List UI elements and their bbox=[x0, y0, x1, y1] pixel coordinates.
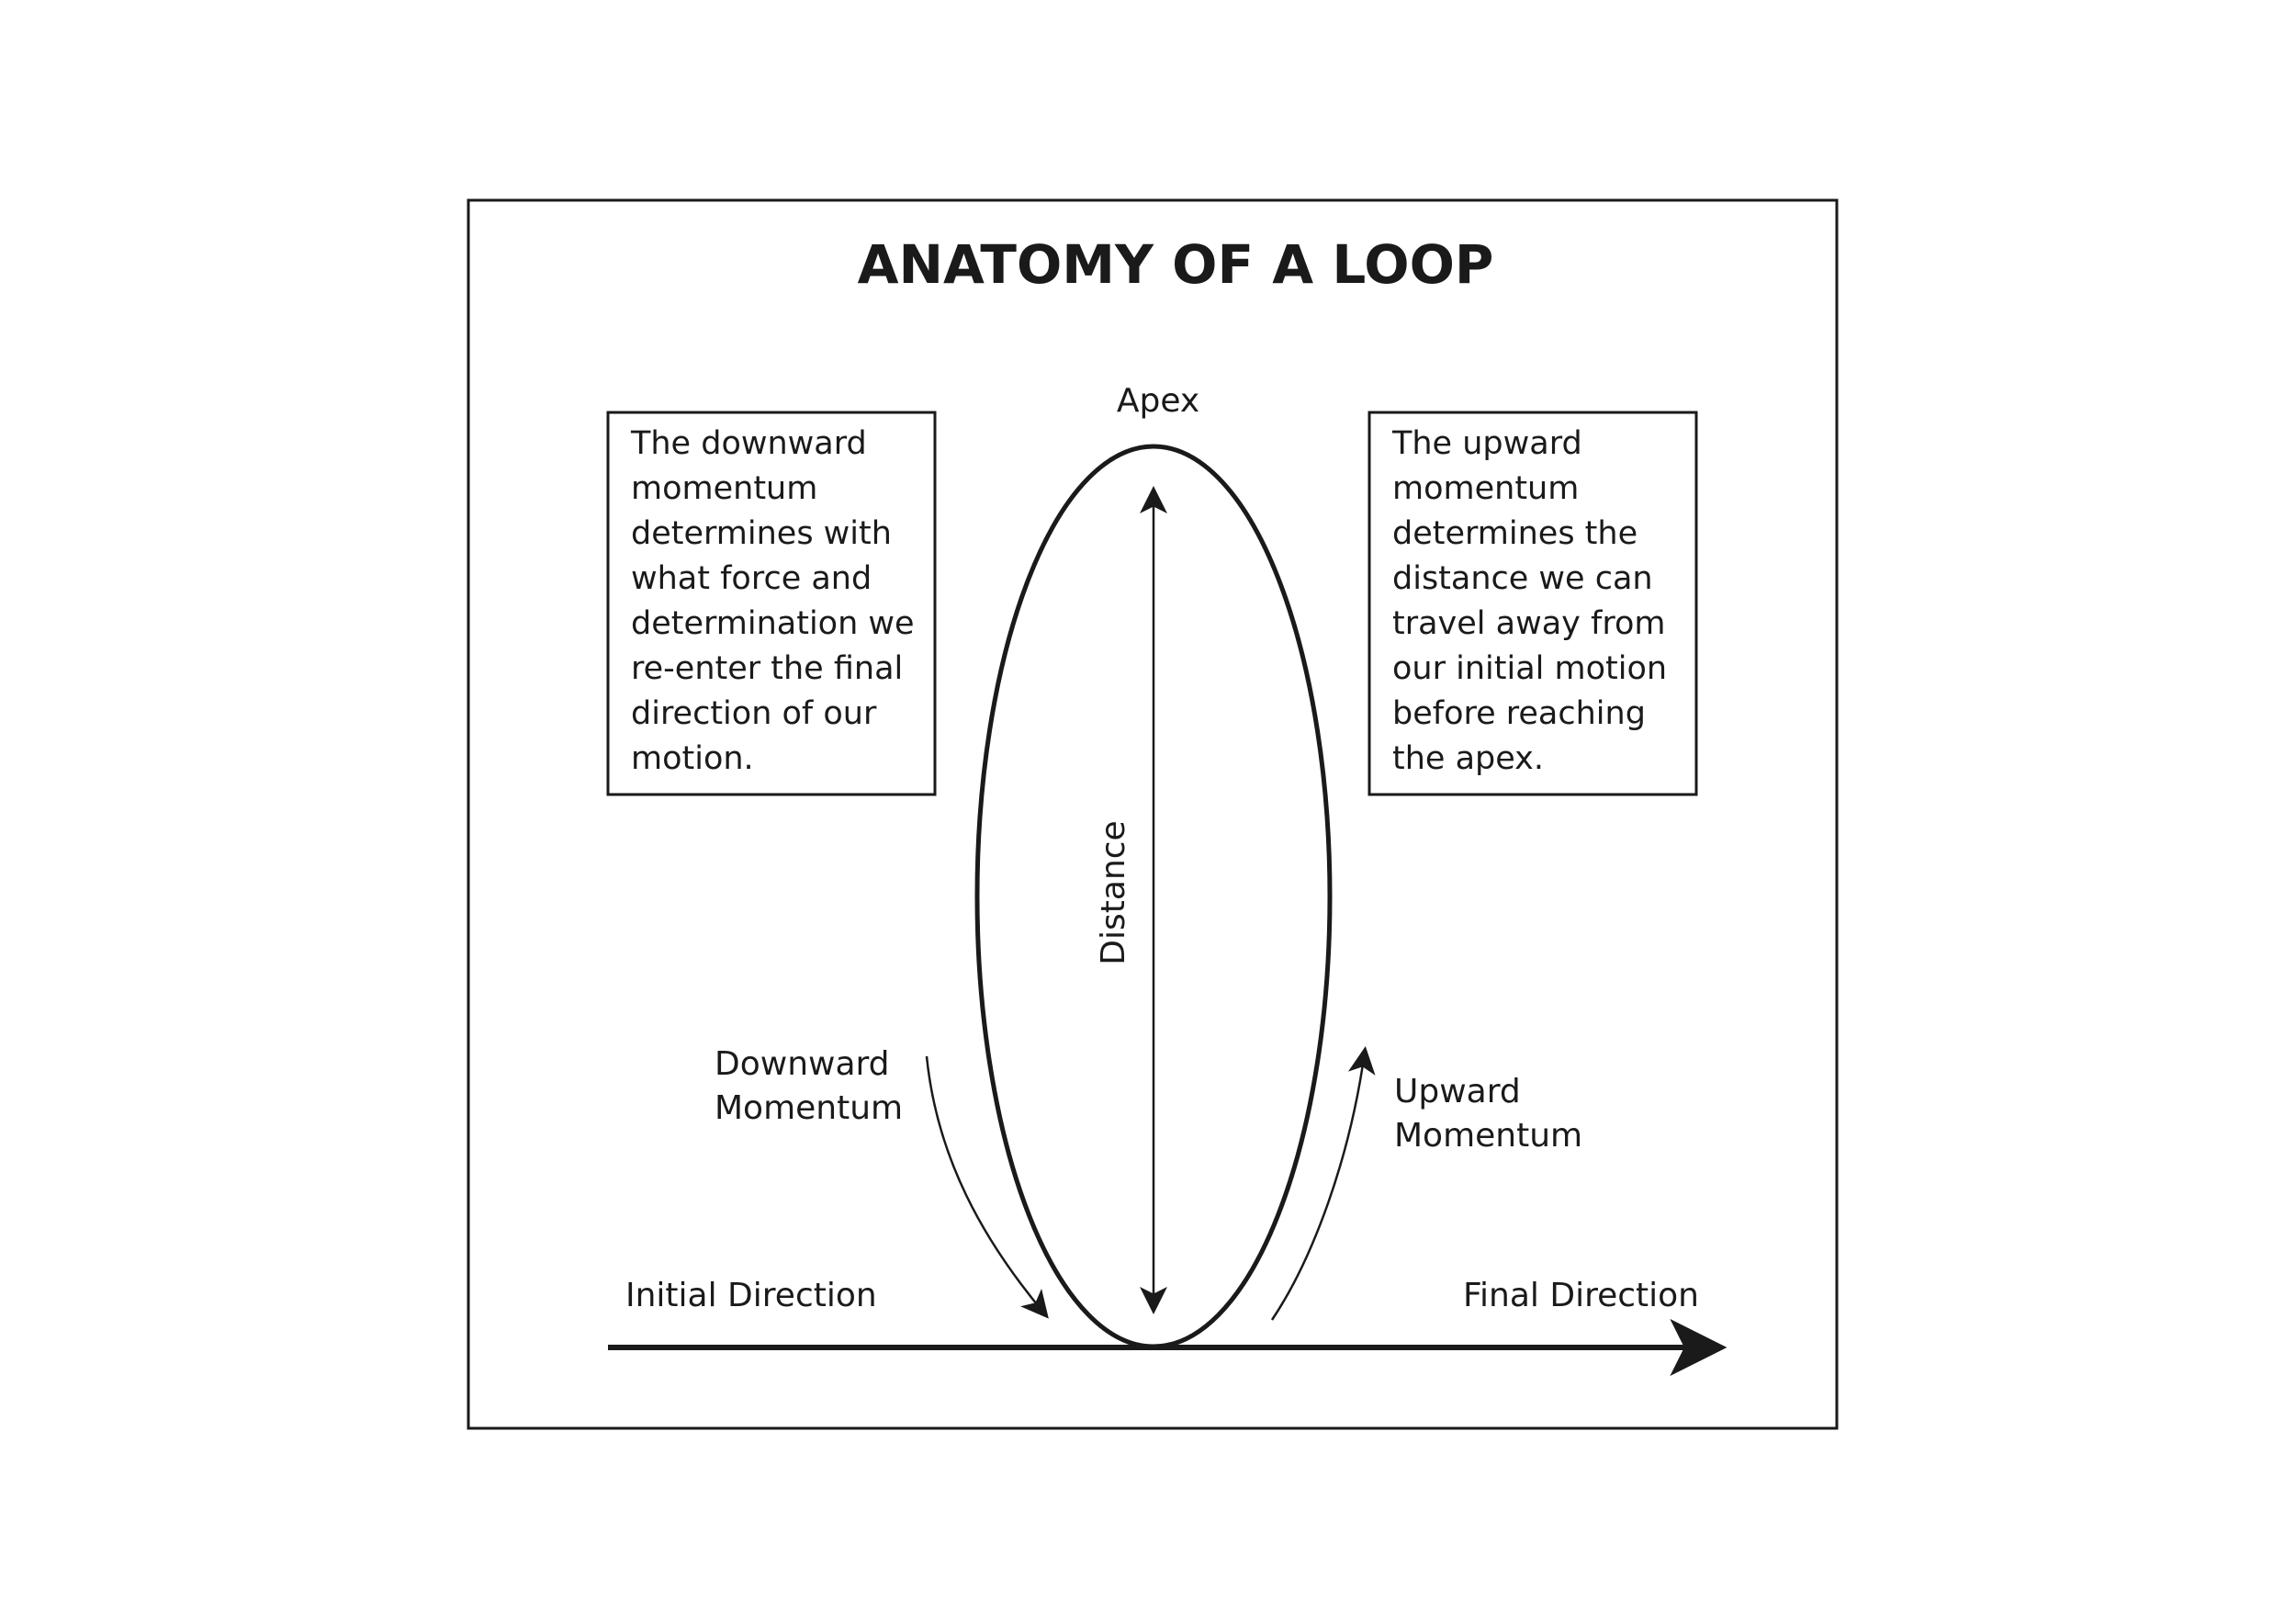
downward-note-box bbox=[606, 411, 937, 796]
upward-note-box bbox=[1367, 411, 1698, 796]
downward-note-line: The downward bbox=[630, 425, 867, 462]
upward-note-line: our initial motion bbox=[1392, 650, 1667, 687]
downward-note-line: what force and bbox=[631, 560, 872, 597]
downward-momentum-arrow bbox=[925, 1055, 1049, 1319]
diagram-title: ANATOMY OF A LOOP bbox=[858, 233, 1494, 296]
upward-note-line: momentum bbox=[1392, 470, 1579, 507]
upward-momentum-arrow bbox=[1270, 1046, 1376, 1321]
downward-note-line: momentum bbox=[631, 470, 817, 507]
downward-note-line: determination we bbox=[631, 605, 915, 642]
initial-direction-label: Initial Direction bbox=[625, 1277, 877, 1314]
downward-note-line: motion. bbox=[631, 740, 754, 777]
upward-note-line: The upward bbox=[1391, 425, 1582, 462]
downward-note-text: The downward momentum determines with what … bbox=[630, 425, 915, 777]
downward-momentum-label-line: Downward bbox=[715, 1045, 890, 1083]
apex-label: Apex bbox=[1117, 382, 1199, 420]
final-direction-label: Final Direction bbox=[1463, 1277, 1699, 1314]
downward-note-line: determines with bbox=[631, 515, 892, 552]
downward-note-line: re-enter the final bbox=[631, 650, 903, 687]
upward-note-line: determines the bbox=[1392, 515, 1638, 552]
downward-momentum-label-line: Momentum bbox=[715, 1089, 903, 1127]
upward-note-line: travel away from bbox=[1392, 605, 1665, 642]
upward-momentum-label-line: Momentum bbox=[1394, 1117, 1582, 1155]
upward-note-line: the apex. bbox=[1392, 740, 1544, 777]
distance-label: Distance bbox=[1095, 820, 1132, 964]
upward-momentum-label-line: Upward bbox=[1394, 1073, 1521, 1110]
outer-frame bbox=[467, 198, 1839, 1430]
downward-note-line: direction of our bbox=[631, 695, 877, 732]
upward-note-text: The upward momentum determines the distance… bbox=[1391, 425, 1667, 777]
upward-note-line: before reaching bbox=[1392, 695, 1646, 732]
upward-note-line: distance we can bbox=[1392, 560, 1653, 597]
